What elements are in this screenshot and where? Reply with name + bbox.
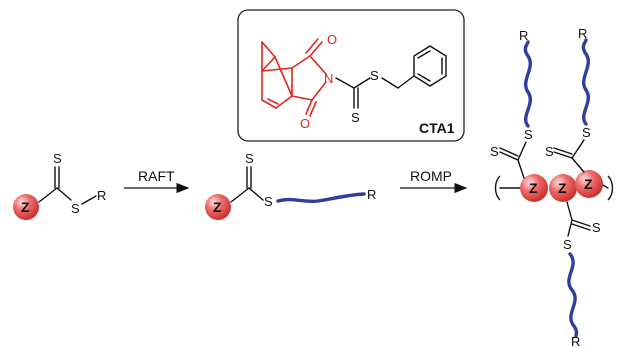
- z-group-label: Z: [21, 199, 30, 215]
- cta1-label: CTA1: [419, 120, 455, 136]
- z-group-sphere: [13, 194, 39, 220]
- bracket-right: [607, 175, 614, 201]
- z-group-label: Z: [213, 199, 222, 215]
- cta1-nitrogen: N: [324, 71, 333, 86]
- raft-thione-sulfur: S: [53, 151, 62, 166]
- graft3-r-group: R: [571, 334, 580, 348]
- z-group-sphere: [575, 170, 603, 198]
- graft2-thione-sulfur: S: [545, 144, 554, 159]
- polymer-chain: [523, 40, 532, 128]
- bottlebrush-polymer: Z Z Z S S R S S R S S R: [490, 26, 614, 348]
- graft2-r-group: R: [578, 26, 587, 41]
- raft-label: RAFT: [138, 168, 175, 184]
- z-group-label: Z: [584, 176, 593, 192]
- raft-agent: Z S S R: [13, 151, 106, 220]
- polymer-chain: [276, 192, 366, 204]
- z-group-label: Z: [529, 180, 538, 196]
- z-group-sphere: [520, 174, 548, 202]
- macro-cta: Z S S R: [205, 151, 376, 220]
- raft-r-group: R: [97, 188, 106, 203]
- cta1-thioether-sulfur: S: [370, 68, 379, 83]
- z-group-label: Z: [558, 180, 567, 196]
- cta1-oxygen-bottom: O: [300, 116, 310, 131]
- cta1-oxygen-top: O: [327, 32, 337, 47]
- macro-thione-sulfur: S: [245, 151, 254, 166]
- raft-thioether-sulfur: S: [71, 201, 80, 216]
- cta1-box: O O N S S CTA1: [237, 9, 465, 142]
- romp-arrow: ROMP: [400, 168, 468, 194]
- polymer-chain: [581, 38, 590, 126]
- raft-arrow: RAFT: [124, 168, 190, 194]
- z-group-sphere: [205, 194, 231, 220]
- bracket-left: [494, 175, 501, 201]
- graft3-thione-sulfur: S: [592, 220, 601, 235]
- polymer-chain: [567, 252, 579, 338]
- macro-thioether-sulfur: S: [264, 194, 273, 209]
- graft1-thione-sulfur: S: [490, 144, 499, 159]
- graft1-r-group: R: [519, 28, 528, 43]
- graft2-thioether-sulfur: S: [582, 125, 591, 140]
- cta1-imide-ring: O O N: [291, 32, 337, 131]
- graft3-thioether-sulfur: S: [563, 237, 572, 252]
- cta1-thione-sulfur: S: [351, 110, 360, 125]
- romp-label: ROMP: [410, 168, 452, 184]
- graft1-thioether-sulfur: S: [524, 127, 533, 142]
- macro-r-group: R: [367, 187, 376, 202]
- cta1-dithioester: S S: [335, 45, 447, 125]
- z-group-sphere: [549, 174, 577, 202]
- cta1-norbornene: [261, 41, 293, 109]
